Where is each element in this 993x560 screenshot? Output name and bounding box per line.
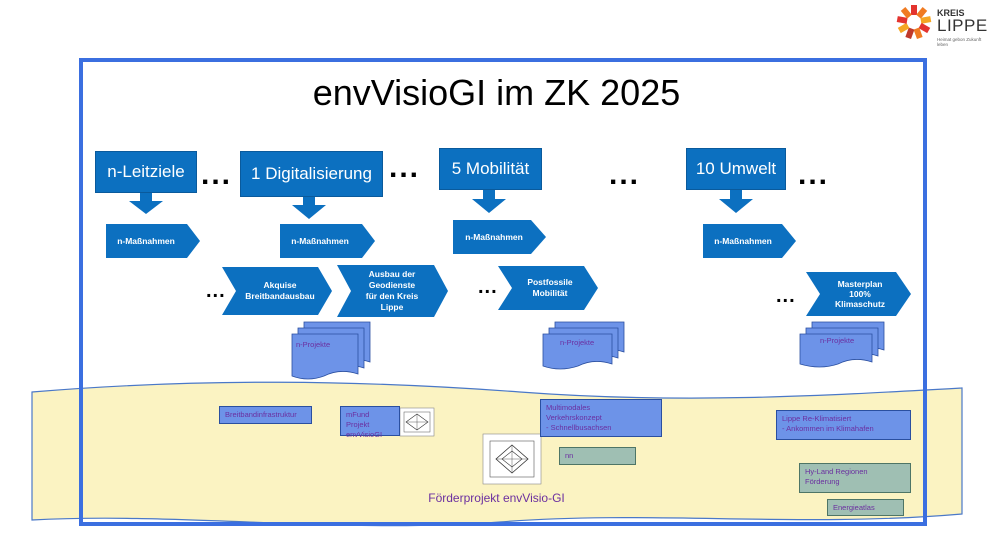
- header-n-leitziele: n-Leitziele: [95, 151, 197, 193]
- radar-diagram-icon: [399, 407, 435, 437]
- box-nn: nn: [559, 447, 636, 465]
- box-breitbandinfrastruktur: Breitbandinfrastruktur: [219, 406, 312, 424]
- ellipsis: ...: [206, 280, 226, 302]
- measure-arrow-1: n-Maßnahmen: [106, 224, 200, 258]
- slide-title: envVisioGI im ZK 2025: [312, 72, 681, 113]
- box-lippe-re-klimatisiert: Lippe Re-Klimatisiert - Ankommen im Klim…: [776, 410, 911, 440]
- kreis-lippe-logo-icon: [896, 5, 932, 40]
- svg-text:n-Projekte: n-Projekte: [296, 340, 330, 349]
- logo-kreis-text: KREIS: [937, 8, 965, 18]
- logo-tagline: Heimat gebon Zukunft leben: [937, 37, 982, 47]
- svg-text:n-Projekte: n-Projekte: [820, 336, 854, 345]
- box-line: envVisioGI: [346, 430, 383, 440]
- box-line: Verkehrskonzept: [546, 413, 602, 423]
- measure-arrow-2: n-Maßnahmen: [280, 224, 375, 258]
- box-energieatlas: Energieatlas: [827, 499, 904, 516]
- ellipsis: ...: [201, 158, 233, 191]
- header-mobilitaet: 5 Mobilität: [439, 148, 542, 190]
- measure-arrow-4: n-Maßnahmen: [703, 224, 796, 258]
- ellipsis: ...: [478, 276, 498, 298]
- svg-text:n-Projekte: n-Projekte: [560, 338, 594, 347]
- project-stack-3: n-Projekte: [799, 321, 885, 368]
- down-arrow-icon: [719, 190, 753, 213]
- down-arrow-icon: [292, 197, 326, 219]
- ellipsis: ...: [798, 158, 830, 191]
- measure-label: n-Maßnahmen: [465, 232, 523, 242]
- ellipsis: ...: [609, 158, 641, 191]
- ellipsis: ...: [389, 151, 421, 184]
- box-line: - Schnellbusachsen: [546, 423, 612, 433]
- ellipsis: ...: [776, 285, 796, 307]
- down-arrow-icon: [129, 193, 163, 214]
- box-line: Förderung: [805, 477, 840, 487]
- down-arrow-icon: [472, 190, 506, 213]
- box-line: Lippe Re-Klimatisiert: [782, 414, 852, 423]
- slide-frame: [79, 58, 927, 526]
- project-stack-2: n-Projekte: [542, 321, 625, 370]
- logo-lippe-text: LIPPE: [937, 16, 988, 35]
- box-multimodales-verkehrskonzept: Multimodales Verkehrskonzept - Schnellbu…: [540, 399, 662, 437]
- header-umwelt: 10 Umwelt: [686, 148, 786, 190]
- box-line: Hy-Land Regionen: [805, 467, 868, 476]
- measure-label: n-Maßnahmen: [291, 236, 349, 246]
- box-line: Multimodales: [546, 403, 591, 412]
- box-line: mFund Projekt: [346, 410, 370, 430]
- measure-arrow-3: n-Maßnahmen: [453, 220, 546, 254]
- measure-label: n-Maßnahmen: [714, 236, 772, 246]
- header-digitalisierung: 1 Digitalisierung: [240, 151, 383, 197]
- project-stack-1: n-Projekte: [291, 321, 371, 380]
- footer-label: Förderprojekt envVisio-GI: [428, 491, 565, 505]
- measure-label: n-Maßnahmen: [117, 236, 175, 246]
- box-mfund-projekt: mFund Projekt envVisioGI: [340, 406, 400, 439]
- box-hy-land-regionen: Hy-Land Regionen Förderung: [799, 463, 911, 493]
- box-line: - Ankommen im Klimahafen: [782, 424, 874, 434]
- radar-diagram-icon: [482, 433, 542, 485]
